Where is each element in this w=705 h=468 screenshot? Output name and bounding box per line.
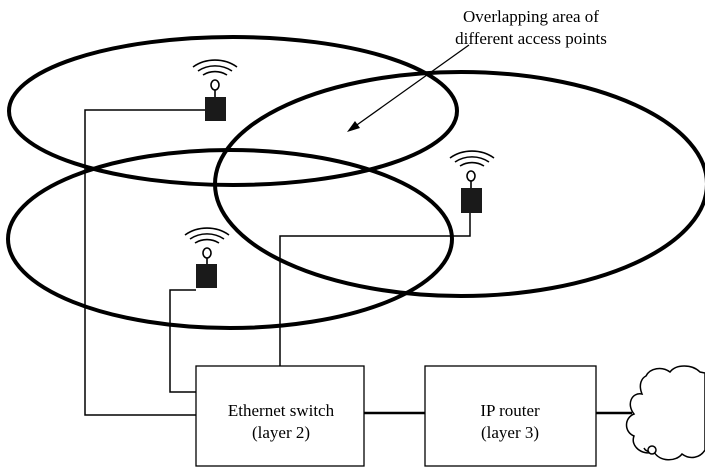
access-point-bottom	[184, 227, 230, 288]
ip-router-layer: (layer 3)	[480, 423, 540, 442]
overlap-annotation: Overlapping area of different access poi…	[446, 6, 616, 50]
ethernet-switch-label: Ethernet switch (layer 2)	[196, 400, 366, 444]
cloud-icon	[625, 365, 705, 461]
access-point-icon	[192, 59, 238, 97]
access-point-icon	[449, 150, 495, 188]
ip-router-name: IP router	[480, 401, 540, 420]
ethernet-switch-layer: (layer 2)	[251, 423, 311, 442]
coverage-ellipse-right	[213, 70, 705, 298]
cable-ap-bottom	[169, 289, 196, 393]
coverage-ellipse-bottom-left	[6, 148, 454, 330]
network-cables	[84, 109, 632, 416]
access-point-top-left	[192, 59, 238, 121]
annotation-arrow	[347, 44, 470, 132]
access-point-right	[449, 150, 495, 213]
overlap-annotation-line2: different access points	[455, 29, 607, 48]
ip-router-box	[424, 365, 597, 467]
cable-ap-top-left	[84, 109, 205, 416]
ethernet-switch-box	[195, 365, 365, 467]
access-point-icon	[184, 227, 230, 264]
cable-ap-right	[279, 213, 471, 366]
overlap-annotation-line1: Overlapping area of	[463, 7, 599, 26]
coverage-ellipse-top-left	[7, 35, 459, 187]
ip-router-label: IP router (layer 3)	[424, 400, 596, 444]
ethernet-switch-name: Ethernet switch	[227, 401, 335, 420]
